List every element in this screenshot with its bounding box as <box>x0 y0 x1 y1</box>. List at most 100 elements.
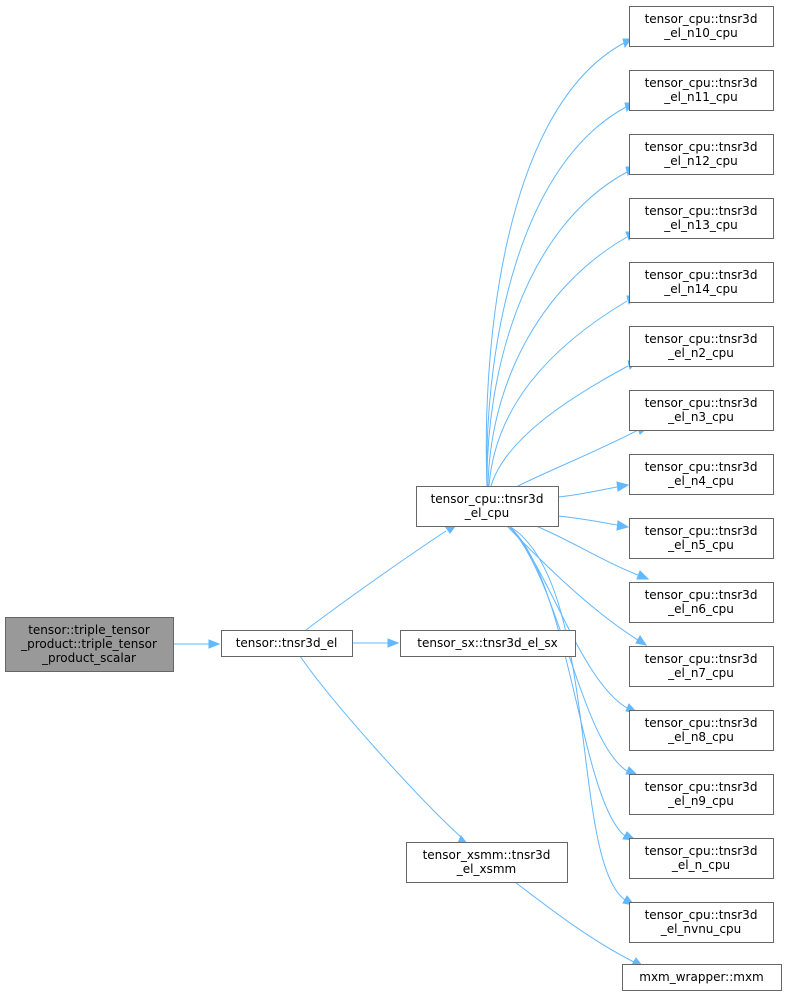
node-box <box>629 902 774 943</box>
node-box <box>629 390 774 431</box>
node-box <box>629 70 774 111</box>
arrowhead-icon <box>636 570 650 580</box>
edge-cpu-to-n5 <box>557 515 630 531</box>
node-label-line: _el_cpu <box>464 506 510 520</box>
node-label-line: _product::triple_tensor <box>20 637 157 651</box>
edge-line <box>486 171 628 487</box>
node-box <box>629 262 774 303</box>
edge-line <box>508 525 628 709</box>
node-label-line: tensor_cpu::tnsr3d <box>645 652 758 666</box>
node-box <box>629 518 774 559</box>
node-xsmm[interactable]: tensor_xsmm::tnsr3d_el_xsmm <box>406 842 568 883</box>
node-label-line: _el_xsmm <box>456 862 516 876</box>
node-box <box>622 964 782 991</box>
edge-tnsr3d_el-to-sx <box>352 638 400 648</box>
arrowhead-icon <box>387 638 400 648</box>
node-box <box>629 6 774 47</box>
node-label-line: _el_n9_cpu <box>667 794 734 808</box>
edge-root-to-tnsr3d_el <box>173 639 221 649</box>
node-label-line: _el_n4_cpu <box>667 474 734 488</box>
node-n8[interactable]: tensor_cpu::tnsr3d_el_n8_cpu <box>629 710 774 751</box>
node-n5[interactable]: tensor_cpu::tnsr3d_el_n5_cpu <box>629 518 774 559</box>
node-n4[interactable]: tensor_cpu::tnsr3d_el_n4_cpu <box>629 454 774 495</box>
node-label-line: tensor_cpu::tnsr3d <box>645 204 758 218</box>
edge-cpu-to-n12 <box>486 166 635 487</box>
node-mxm[interactable]: mxm_wrapper::mxm <box>622 964 782 991</box>
node-label-line: tensor_cpu::tnsr3d <box>645 140 758 154</box>
node-n2[interactable]: tensor_cpu::tnsr3d_el_n2_cpu <box>629 326 774 367</box>
node-label-line: tensor_cpu::tnsr3d <box>645 908 758 922</box>
node-label-line: _el_n8_cpu <box>667 730 734 744</box>
node-box <box>629 582 774 623</box>
arrowhead-icon <box>208 639 221 649</box>
node-n14[interactable]: tensor_cpu::tnsr3d_el_n14_cpu <box>629 262 774 303</box>
arrowhead-icon <box>616 481 630 492</box>
node-label-line: tensor::triple_tensor <box>28 623 150 637</box>
edge-line <box>508 525 626 901</box>
node-box <box>629 326 774 367</box>
node-n13[interactable]: tensor_cpu::tnsr3d_el_n13_cpu <box>629 198 774 239</box>
node-label-line: tensor_cpu::tnsr3d <box>645 716 758 730</box>
edge-line <box>490 365 629 487</box>
edge-cpu-to-n2 <box>490 360 639 487</box>
node-label-line: _product_scalar <box>41 651 136 665</box>
node-n3[interactable]: tensor_cpu::tnsr3d_el_n3_cpu <box>629 390 774 431</box>
edge-line <box>508 525 626 837</box>
node-label-line: _el_n7_cpu <box>667 666 734 680</box>
node-label-line: tensor_cpu::tnsr3d <box>645 332 758 346</box>
node-n12[interactable]: tensor_cpu::tnsr3d_el_n12_cpu <box>629 134 774 175</box>
node-label-line: tensor_cpu::tnsr3d <box>645 12 758 26</box>
node-box <box>629 134 774 175</box>
edge-tnsr3d_el-to-cpu <box>305 524 458 631</box>
edge-line <box>508 525 628 772</box>
node-label-line: _el_n_cpu <box>671 858 730 872</box>
node-label-line: _el_n12_cpu <box>663 154 737 168</box>
edge-line <box>486 106 627 487</box>
node-label-line: _el_n13_cpu <box>663 218 737 232</box>
node-n11[interactable]: tensor_cpu::tnsr3d_el_n11_cpu <box>629 70 774 111</box>
node-n[interactable]: tensor_cpu::tnsr3d_el_n_cpu <box>629 838 774 879</box>
edge-cpu-to-n3 <box>517 425 650 487</box>
node-label-line: tensor_cpu::tnsr3d <box>645 76 758 90</box>
node-label-line: _el_n10_cpu <box>663 26 737 40</box>
edge-cpu-to-n4 <box>557 481 630 498</box>
node-label-line: _el_n14_cpu <box>663 282 737 296</box>
node-n9[interactable]: tensor_cpu::tnsr3d_el_n9_cpu <box>629 774 774 815</box>
nodes-layer: tensor::triple_tensor_product::triple_te… <box>5 6 782 991</box>
edge-cpu-to-n11 <box>486 102 634 487</box>
edge-cpu-to-n7 <box>506 525 648 646</box>
edge-cpu-to-n14 <box>488 295 638 487</box>
edge-line <box>557 486 618 498</box>
node-label-line: tensor_cpu::tnsr3d <box>431 492 544 506</box>
node-label-line: tensor_sx::tnsr3d_el_sx <box>417 636 557 650</box>
node-label-line: _el_n2_cpu <box>667 346 734 360</box>
node-label-line: tensor_cpu::tnsr3d <box>645 780 758 794</box>
node-label-line: tensor_cpu::tnsr3d <box>645 844 758 858</box>
node-label-line: _el_n5_cpu <box>667 538 734 552</box>
edge-cpu-to-n <box>508 525 637 841</box>
arrowhead-icon <box>635 635 648 646</box>
node-box <box>629 454 774 495</box>
node-nvnu[interactable]: tensor_cpu::tnsr3d_el_nvnu_cpu <box>629 902 774 943</box>
node-sx[interactable]: tensor_sx::tnsr3d_el_sx <box>400 630 576 657</box>
node-box <box>629 646 774 687</box>
node-box <box>400 630 576 657</box>
edge-line <box>557 515 618 526</box>
node-label-line: _el_n3_cpu <box>667 410 734 424</box>
node-box <box>5 617 174 672</box>
node-n7[interactable]: tensor_cpu::tnsr3d_el_n7_cpu <box>629 646 774 687</box>
edge-line <box>535 525 639 576</box>
node-tnsr3d_el[interactable]: tensor::tnsr3d_el <box>221 630 353 657</box>
edge-line <box>488 300 628 487</box>
node-n10[interactable]: tensor_cpu::tnsr3d_el_n10_cpu <box>629 6 774 47</box>
edge-cpu-to-n13 <box>487 231 636 487</box>
node-label-line: tensor_xsmm::tnsr3d <box>423 848 551 862</box>
node-label-line: _el_n11_cpu <box>663 90 737 104</box>
node-box <box>629 774 774 815</box>
edge-xsmm-to-mxm <box>514 881 645 968</box>
node-cpu[interactable]: tensor_cpu::tnsr3d_el_cpu <box>416 486 559 527</box>
node-label-line: tensor_cpu::tnsr3d <box>645 396 758 410</box>
node-label-line: _el_n6_cpu <box>667 602 734 616</box>
node-n6[interactable]: tensor_cpu::tnsr3d_el_n6_cpu <box>629 582 774 623</box>
